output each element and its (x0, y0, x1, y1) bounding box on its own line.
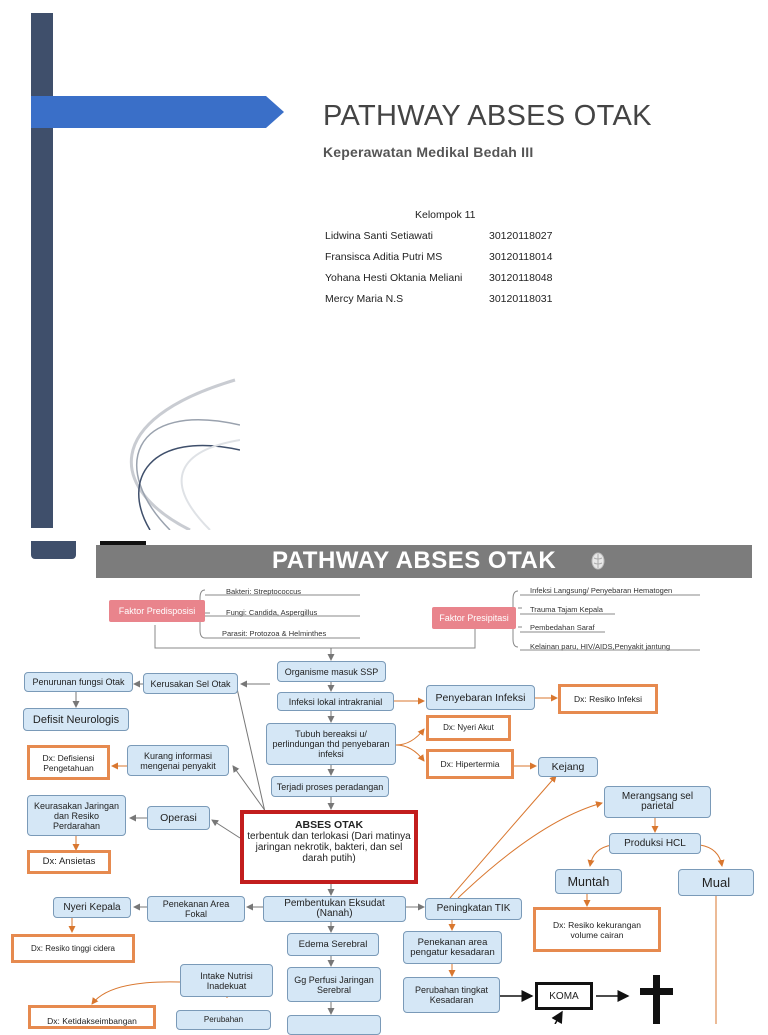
node-perfusi: Gg Perfusi Jaringan Serebral (287, 967, 381, 1002)
cover-swoosh-lines (129, 378, 240, 530)
presipitasi-item: Kelainan paru, HIV/AIDS,Penyakit jantung (530, 642, 671, 651)
dx-nyeri-akut: Dx: Nyeri Akut (426, 715, 511, 741)
document-subtitle: Keperawatan Medikal Bedah III (323, 144, 534, 160)
dx-resiko-infeksi: Dx: Resiko Infeksi (558, 684, 658, 714)
dx-resiko-cidera: Dx: Resiko tinggi cidera (11, 934, 135, 963)
dx-ansietas: Dx: Ansietas (27, 850, 111, 874)
pathway-banner (96, 545, 752, 578)
pathway-banner-title: PATHWAY ABSES OTAK (272, 547, 557, 574)
node-mual: Mual (678, 869, 754, 896)
dx-defisiensi-pengetahuan: Dx: Defisiensi Pengetahuan (27, 745, 110, 780)
node-penekanan-kesadaran: Penekanan area pengatur kesadaran (403, 931, 502, 964)
dx-hipertermia: Dx: Hipertermia (426, 749, 514, 779)
group-title: Kelompok 11 (415, 209, 476, 221)
node-intake-nutrisi: Intake Nutrisi Inadekuat (180, 964, 273, 997)
factor-predisposisi: Faktor Predisposisi (109, 600, 205, 622)
member-id: 30120118027 (489, 230, 553, 242)
node-kerusakan-jaringan: Keurasakan Jaringan dan Resiko Perdaraha… (27, 795, 126, 836)
presipitasi-item: Pembedahan Saraf (530, 623, 595, 632)
node-perubahan-kesadaran: Perubahan tingkat Kesadaran (403, 977, 500, 1013)
member-name: Lidwina Santi Setiawati (325, 230, 433, 242)
node-penekanan-fokal: Penekanan Area Fokal (147, 896, 245, 922)
node-organisme: Organisme masuk SSP (277, 661, 386, 682)
member-name: Fransisca Aditia Putri MS (325, 251, 443, 263)
node-produksi-hcl: Produksi HCL (609, 833, 701, 854)
node-tubuh-bereaksi: Tubuh bereaksi u/ perlindungan thd penye… (266, 723, 396, 765)
node-kerusakan-sel: Kerusakan Sel Otak (143, 673, 238, 694)
node-infeksi-lokal: Infeksi lokal intrakranial (277, 692, 394, 711)
node-nyeri-kepala: Nyeri Kepala (53, 897, 131, 918)
node-eksudat: Pembentukan Eksudat (Nanah) (263, 896, 406, 922)
member-name: Mercy Maria N.S (325, 293, 404, 305)
dx-resiko-kekurangan-cairan: Dx: Resiko kekurangan volume cairan (533, 907, 661, 952)
factor-presipitasi: Faktor Presipitasi (432, 607, 516, 629)
predisposisi-item: Parasit: Protozoa & Helminthes (222, 629, 327, 638)
brain-icon (591, 552, 605, 570)
node-operasi: Operasi (147, 806, 210, 830)
node-muntah: Muntah (555, 869, 622, 894)
member-name: Yohana Hesti Oktania Meliani (325, 272, 463, 284)
member-id: 30120118048 (489, 272, 553, 284)
abses-title: ABSES OTAK (294, 819, 364, 831)
page-edge-line (100, 541, 146, 545)
node-peradangan: Terjadi proses peradangan (271, 776, 389, 797)
cover-vertical-bar (31, 13, 53, 528)
node-kejang: Kejang (538, 757, 598, 777)
predisposisi-item: Fungi: Candida, Aspergillus (226, 608, 318, 617)
presipitasi-item: Infeksi Langsung/ Penyebaran Hematogen (530, 586, 673, 595)
node-penyebaran-infeksi: Penyebaran Infeksi (426, 685, 535, 710)
node-kurang-informasi: Kurang informasi mengenai penyakit (127, 745, 229, 776)
node-edema: Edema Serebral (287, 933, 379, 956)
node-perubahan: Perubahan (176, 1010, 271, 1030)
member-id: 30120118031 (489, 293, 553, 305)
node-abses-otak: ABSES OTAK terbentuk dan terlokasi (Dari… (240, 810, 418, 884)
cross-icon (640, 975, 673, 1024)
node-koma: KOMA (535, 982, 593, 1010)
dx-ketidakseimbangan: Dx: Ketidakseimbangan (28, 1005, 156, 1029)
node-penurunan-fungsi: Penurunan fungsi Otak (24, 672, 133, 692)
node-merangsang-parietal: Merangsang sel parietal (604, 786, 711, 818)
node-defisit-neurologis: Defisit Neurologis (23, 708, 129, 731)
cover-horizontal-bar (31, 96, 266, 128)
document-title: PATHWAY ABSES OTAK (323, 100, 652, 132)
abses-body: terbentuk dan terlokasi (Dari matinya ja… (247, 831, 411, 864)
cover-arrow-tip (266, 96, 284, 128)
predisposisi-item: Bakteri: Streptococcus (226, 587, 302, 596)
node-lanjutan (287, 1015, 381, 1035)
node-peningkatan-tik: Peningkatan TIK (425, 898, 522, 920)
member-id: 30120118014 (489, 251, 553, 263)
presipitasi-item: Trauma Tajam Kepala (530, 605, 603, 614)
page-tab-stub (31, 541, 76, 559)
